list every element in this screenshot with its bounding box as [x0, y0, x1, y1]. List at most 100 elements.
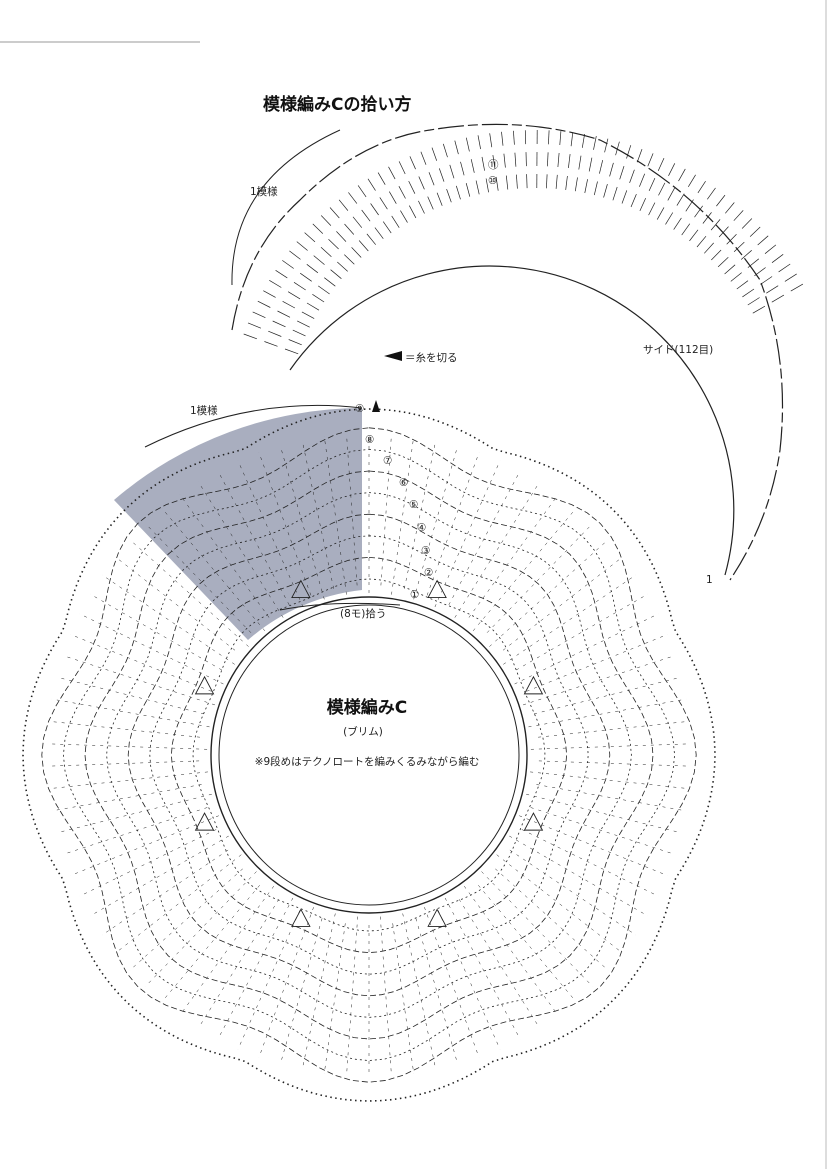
- side-stitch: [681, 223, 691, 236]
- side-stitch: [391, 215, 400, 228]
- side-stitch: [619, 165, 625, 180]
- side-stitch: [581, 133, 585, 148]
- brim-stitch: [258, 452, 312, 596]
- side-stitch: [736, 280, 749, 290]
- row-number-2: ②: [424, 567, 434, 579]
- brim-stitch: [463, 885, 559, 1016]
- brim-stitch: [198, 899, 280, 1029]
- side-stitch: [707, 187, 716, 200]
- side-stitch: [629, 169, 635, 184]
- main-pattern-label: 1模様: [190, 405, 218, 417]
- brim-stitch: [468, 494, 559, 618]
- side-stitch: [771, 294, 785, 303]
- row-number-4: ④: [417, 522, 427, 534]
- side-stitch: [764, 244, 777, 254]
- side-stitch: [588, 157, 593, 172]
- side-stitch: [593, 136, 597, 150]
- brim-stitch: [346, 916, 358, 1077]
- side-stitch: [730, 272, 742, 282]
- brim-stitch: [528, 698, 687, 728]
- side-stitch: [379, 197, 388, 210]
- brim-stitch: [478, 885, 577, 1002]
- brim-stitch: [279, 918, 323, 1065]
- side-stitch: [475, 180, 480, 195]
- side-stitch: [630, 193, 637, 208]
- side-stitch: [455, 185, 461, 200]
- brim-stitch: [519, 815, 668, 876]
- brim-stitch: [323, 436, 347, 595]
- cut-legend: ＝糸を切る: [405, 352, 458, 364]
- brim-stitch: [536, 784, 687, 812]
- side-stitch: [747, 258, 760, 268]
- brim-rings: [22, 408, 716, 1102]
- side-stitch: [352, 216, 363, 228]
- side-stitch: [264, 341, 278, 347]
- side-stitch: [689, 229, 699, 242]
- side-stitch: [711, 249, 722, 261]
- brim-stitch: [434, 460, 501, 608]
- brim-stitch: [179, 885, 275, 1016]
- brim-stitch: [426, 452, 480, 596]
- side-stitch: [495, 176, 499, 191]
- side-stitch: [668, 163, 676, 176]
- pickup-bracket: [279, 602, 401, 611]
- brim-stitch: [530, 743, 691, 750]
- row-number-1: ①: [410, 589, 420, 601]
- side-stitch: [470, 159, 475, 173]
- brim-ring-3: [149, 535, 589, 975]
- side-stitch: [505, 175, 509, 190]
- side-stitch: [284, 348, 299, 355]
- side-stitch: [716, 194, 726, 207]
- side-stitch: [348, 192, 358, 204]
- side-stitch: [247, 322, 262, 329]
- center-subtitle: (ブリム): [343, 726, 383, 738]
- side-stitch: [593, 181, 598, 196]
- side-stitch: [465, 137, 470, 152]
- brim-stitch: [89, 835, 229, 917]
- brim-stitch: [380, 916, 392, 1077]
- brim-stitch: [516, 593, 649, 671]
- side-stitch: [514, 152, 517, 167]
- brim-stitch: [198, 481, 284, 618]
- side-stitch: [477, 135, 481, 150]
- side-stitch: [548, 130, 550, 145]
- top-row-10: ⑩: [488, 175, 498, 187]
- side-stitch: [313, 255, 325, 265]
- side-stitch: [460, 161, 465, 176]
- side-stitch: [771, 254, 784, 263]
- side-stitch: [282, 260, 294, 269]
- brim-stitch: [70, 634, 212, 692]
- side-stitch: [257, 300, 271, 308]
- side-stitch: [639, 197, 647, 212]
- side-stitch: [428, 172, 435, 186]
- side-stitch: [492, 155, 496, 169]
- brim-stitch: [179, 494, 270, 618]
- side-stitch: [252, 311, 266, 319]
- side-stitch: [275, 270, 288, 279]
- brim-stitch: [481, 871, 593, 987]
- side-stitch: [741, 218, 753, 229]
- side-stitch: [409, 156, 416, 170]
- side-stitch: [370, 203, 379, 216]
- side-stitch: [418, 200, 425, 214]
- side-stitch: [678, 168, 686, 182]
- side-stitch: [718, 226, 729, 238]
- side-stitch: [784, 273, 797, 282]
- brim-stitch: [503, 574, 637, 665]
- side-stitch: [717, 256, 729, 268]
- brim-stitch: [538, 760, 691, 767]
- side-stitch: [754, 267, 766, 277]
- side-stitch: [636, 148, 643, 163]
- side-stitch: [398, 186, 406, 199]
- side-stitch: [725, 202, 735, 214]
- brim-decrease-mark: [194, 675, 215, 695]
- side-stitch: [568, 154, 571, 169]
- side-stitch: [790, 283, 804, 292]
- brim-stitch: [448, 470, 521, 606]
- side-stitch: [351, 247, 362, 258]
- brim-stitch: [523, 655, 676, 706]
- side-stitch: [400, 210, 408, 223]
- brim-outer-edge: [22, 408, 716, 1102]
- brim-stitch: [458, 899, 540, 1029]
- side-stitch: [740, 250, 752, 260]
